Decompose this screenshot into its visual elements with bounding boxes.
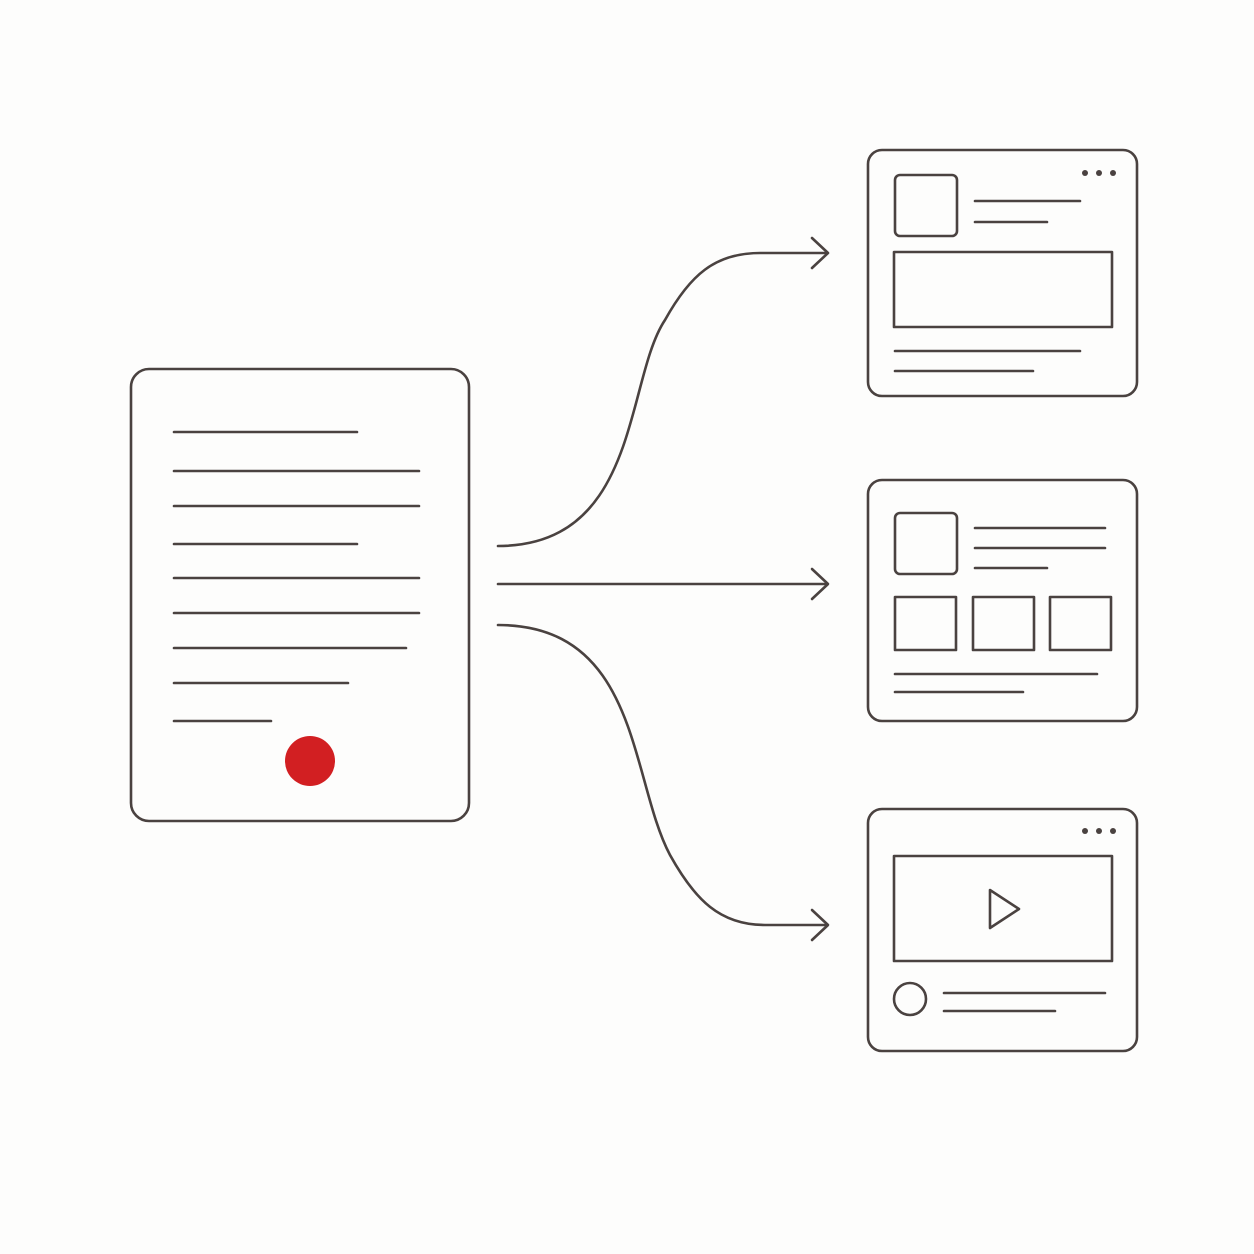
play-icon: [988, 888, 1021, 930]
more-options-icon: [1082, 170, 1116, 176]
avatar-icon: [892, 981, 928, 1017]
grid-image: [893, 595, 958, 652]
gallery-card: [866, 478, 1139, 723]
document-text-lines: [172, 430, 421, 723]
thumbnail-icon: [893, 511, 959, 576]
more-options-icon: [1082, 828, 1116, 834]
video-player-icon: [892, 854, 1114, 963]
card-frame: [866, 148, 1139, 398]
card-frame: [866, 478, 1139, 723]
image-grid-icon: [893, 595, 1113, 652]
document-frame: [129, 367, 471, 823]
video-card: [866, 807, 1139, 1053]
card-frame: [866, 807, 1139, 1053]
thumbnail-icon: [893, 173, 959, 238]
arrows: [496, 236, 830, 942]
curved-arrow-down-icon: [496, 623, 830, 942]
banner-image-icon: [892, 250, 1114, 329]
grid-image: [1048, 595, 1113, 652]
curved-arrow-up-icon: [496, 236, 830, 548]
grid-image: [971, 595, 1036, 652]
red-seal-dot: [285, 736, 335, 786]
source-document: [129, 367, 471, 823]
article-card: [866, 148, 1139, 398]
straight-arrow-right-icon: [496, 567, 830, 601]
